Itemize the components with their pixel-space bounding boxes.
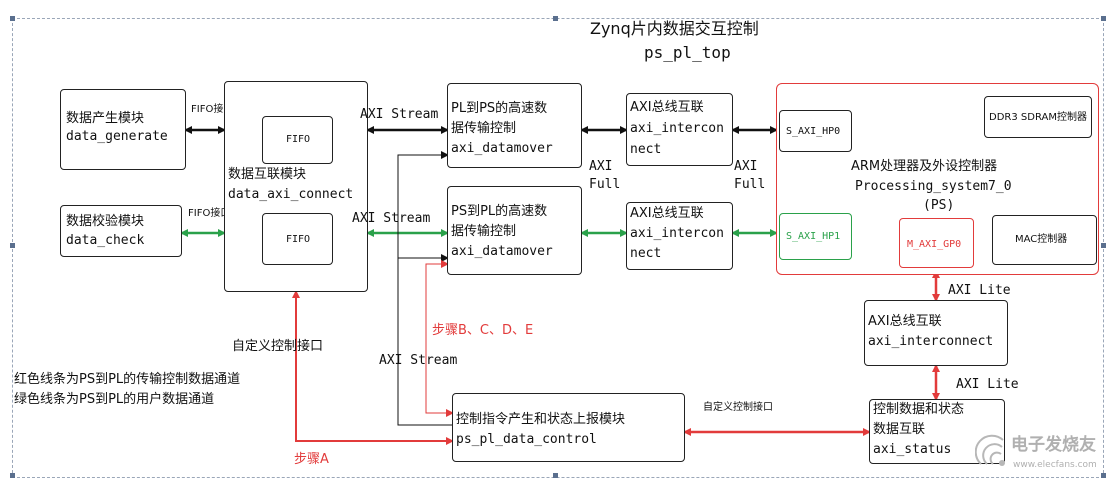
data-axi-connect-en: data_axi_connect <box>228 187 354 202</box>
axi-stream-label-low: AXI Stream <box>379 353 458 368</box>
axi-ic-top-line1: AXI总线互联 <box>630 100 704 115</box>
pl-to-ps-datamover-block[interactable]: PL到PS的高速数 据传输控制 axi_datamover <box>447 83 582 168</box>
axi-ic-mid-line1: AXI总线互联 <box>630 206 704 221</box>
fifo-top-label: FIFO <box>286 134 311 145</box>
diagram-title: Zynq片内数据交互控制 <box>590 19 759 38</box>
s-axi-hp0-label: S_AXI_HP0 <box>786 126 841 137</box>
ps-to-pl-line3: axi_datamover <box>451 244 553 259</box>
steps-bcde-label: 步骤B、C、D、E <box>432 323 534 338</box>
axi-full-right-1: AXI <box>734 159 758 174</box>
axi-full-left-1: AXI <box>589 159 613 174</box>
fifo-top: FIFO <box>262 116 333 164</box>
axi-ic-mid-line3: nect <box>630 246 662 261</box>
selection-handle[interactable] <box>10 16 15 21</box>
s-axi-hp1-label: S_AXI_HP1 <box>786 231 841 242</box>
data-check-en: data_check <box>66 233 145 248</box>
mac-label: MAC控制器 <box>1015 234 1068 245</box>
m-axi-gp0-port[interactable]: M_AXI_GP0 <box>899 218 974 268</box>
selection-handle[interactable] <box>1101 243 1106 248</box>
fifo-bottom-label: FIFO <box>286 234 311 245</box>
ps-title-line2: Processing_system7_0 <box>855 179 1012 194</box>
selection-handle[interactable] <box>553 16 558 21</box>
axi-status-line1: 控制数据和状态 <box>873 402 965 417</box>
selection-handle[interactable] <box>1101 473 1106 478</box>
axi-status-line3: axi_status <box>873 442 952 457</box>
pl-to-ps-line1: PL到PS的高速数 <box>451 101 548 116</box>
mac-controller: MAC控制器 <box>992 215 1097 265</box>
s-axi-hp1-port[interactable]: S_AXI_HP1 <box>779 213 852 260</box>
diagram-frame <box>12 18 1104 478</box>
selection-handle[interactable] <box>553 473 558 478</box>
data-control-block[interactable]: 控制指令产生和状态上报模块 ps_pl_data_control <box>452 393 685 462</box>
axi-interconnect-mid-block[interactable]: AXI总线互联 axi_intercon nect <box>626 202 733 270</box>
ddr3-label: DDR3 SDRAM控制器 <box>989 112 1087 123</box>
data-control-en: ps_pl_data_control <box>456 432 597 447</box>
legend-red-line: 红色线条为PS到PL的传输控制数据通道 <box>14 372 241 387</box>
axi-interconnect-top-block[interactable]: AXI总线互联 axi_intercon nect <box>626 93 733 166</box>
step-a-label: 步骤A <box>294 452 329 467</box>
s-axi-hp0-port[interactable]: S_AXI_HP0 <box>779 110 852 152</box>
ps-to-pl-datamover-block[interactable]: PS到PL的高速数 据传输控制 axi_datamover <box>447 186 582 275</box>
ps-to-pl-line2: 据传输控制 <box>451 224 517 239</box>
red-step-a <box>292 290 454 445</box>
axi-stream-label-top: AXI Stream <box>360 107 439 122</box>
ps-to-pl-line1: PS到PL的高速数 <box>451 204 548 219</box>
axi-lite-label-bottom: AXI Lite <box>956 377 1019 392</box>
watermark-logo: 电子发烧友 www.elecfans.com <box>975 432 1097 477</box>
data-check-cn: 数据校验模块 <box>66 214 145 229</box>
data-generate-en: data_generate <box>66 129 168 144</box>
ps-title-line1: ARM处理器及外设控制器 <box>851 159 998 174</box>
legend-green-line: 绿色线条为PS到PL的用户数据通道 <box>14 392 215 407</box>
axi-ic-top-line2: axi_intercon <box>630 121 724 136</box>
axi-status-line2: 数据互联 <box>873 422 926 437</box>
selection-handle[interactable] <box>10 243 15 248</box>
axi-ic-lite-line2: axi_interconnect <box>868 334 994 349</box>
fifo-bottom: FIFO <box>262 213 333 265</box>
axi-ic-lite-line1: AXI总线互联 <box>868 314 942 329</box>
data-check-block[interactable]: 数据校验模块 data_check <box>60 205 182 257</box>
m-axi-gp0-label: M_AXI_GP0 <box>907 239 962 250</box>
selection-handle[interactable] <box>1101 16 1106 21</box>
axi-status-block[interactable]: 控制数据和状态 数据互联 axi_status <box>869 399 1005 464</box>
watermark-url: www.elecfans.com <box>1013 460 1097 470</box>
custom-control-interface-left: 自定义控制接口 <box>232 339 324 354</box>
pl-to-ps-line3: axi_datamover <box>451 141 553 156</box>
axi-full-right-2: Full <box>734 177 766 192</box>
diagram-subtitle: ps_pl_top <box>644 43 731 62</box>
fifo-port-label-top: FIFO接口 <box>191 104 234 115</box>
data-control-cn: 控制指令产生和状态上报模块 <box>456 412 626 427</box>
watermark-icon <box>975 434 1005 466</box>
custom-control-interface-right: 自定义控制接口 <box>703 402 773 413</box>
data-axi-connect-block[interactable]: FIFO 数据互联模块 data_axi_connect FIFO <box>224 81 368 292</box>
axi-stream-label-mid: AXI Stream <box>352 211 431 226</box>
data-axi-connect-cn: 数据互联模块 <box>228 167 307 182</box>
axi-interconnect-lite-block[interactable]: AXI总线互联 axi_interconnect <box>864 300 1008 366</box>
axi-full-left-2: Full <box>589 177 621 192</box>
fifo-port-label-bottom: FIFO接口 <box>188 208 231 219</box>
processing-system-block[interactable]: S_AXI_HP0 DDR3 SDRAM控制器 ARM处理器及外设控制器 Pro… <box>776 83 1099 275</box>
ddr3-controller: DDR3 SDRAM控制器 <box>984 96 1092 138</box>
data-generate-cn: 数据产生模块 <box>66 111 145 126</box>
selection-handle[interactable] <box>10 473 15 478</box>
axi-ic-top-line3: nect <box>630 142 662 157</box>
stream-control-to-datamovers <box>397 154 452 426</box>
pl-to-ps-line2: 据传输控制 <box>451 121 517 136</box>
watermark-text: 电子发烧友 <box>1011 435 1096 455</box>
ps-title-line3: (PS) <box>923 198 955 213</box>
axi-ic-mid-line2: axi_intercon <box>630 226 724 241</box>
data-generate-block[interactable]: 数据产生模块 data_generate <box>60 89 186 170</box>
axi-lite-label-top: AXI Lite <box>948 283 1011 298</box>
